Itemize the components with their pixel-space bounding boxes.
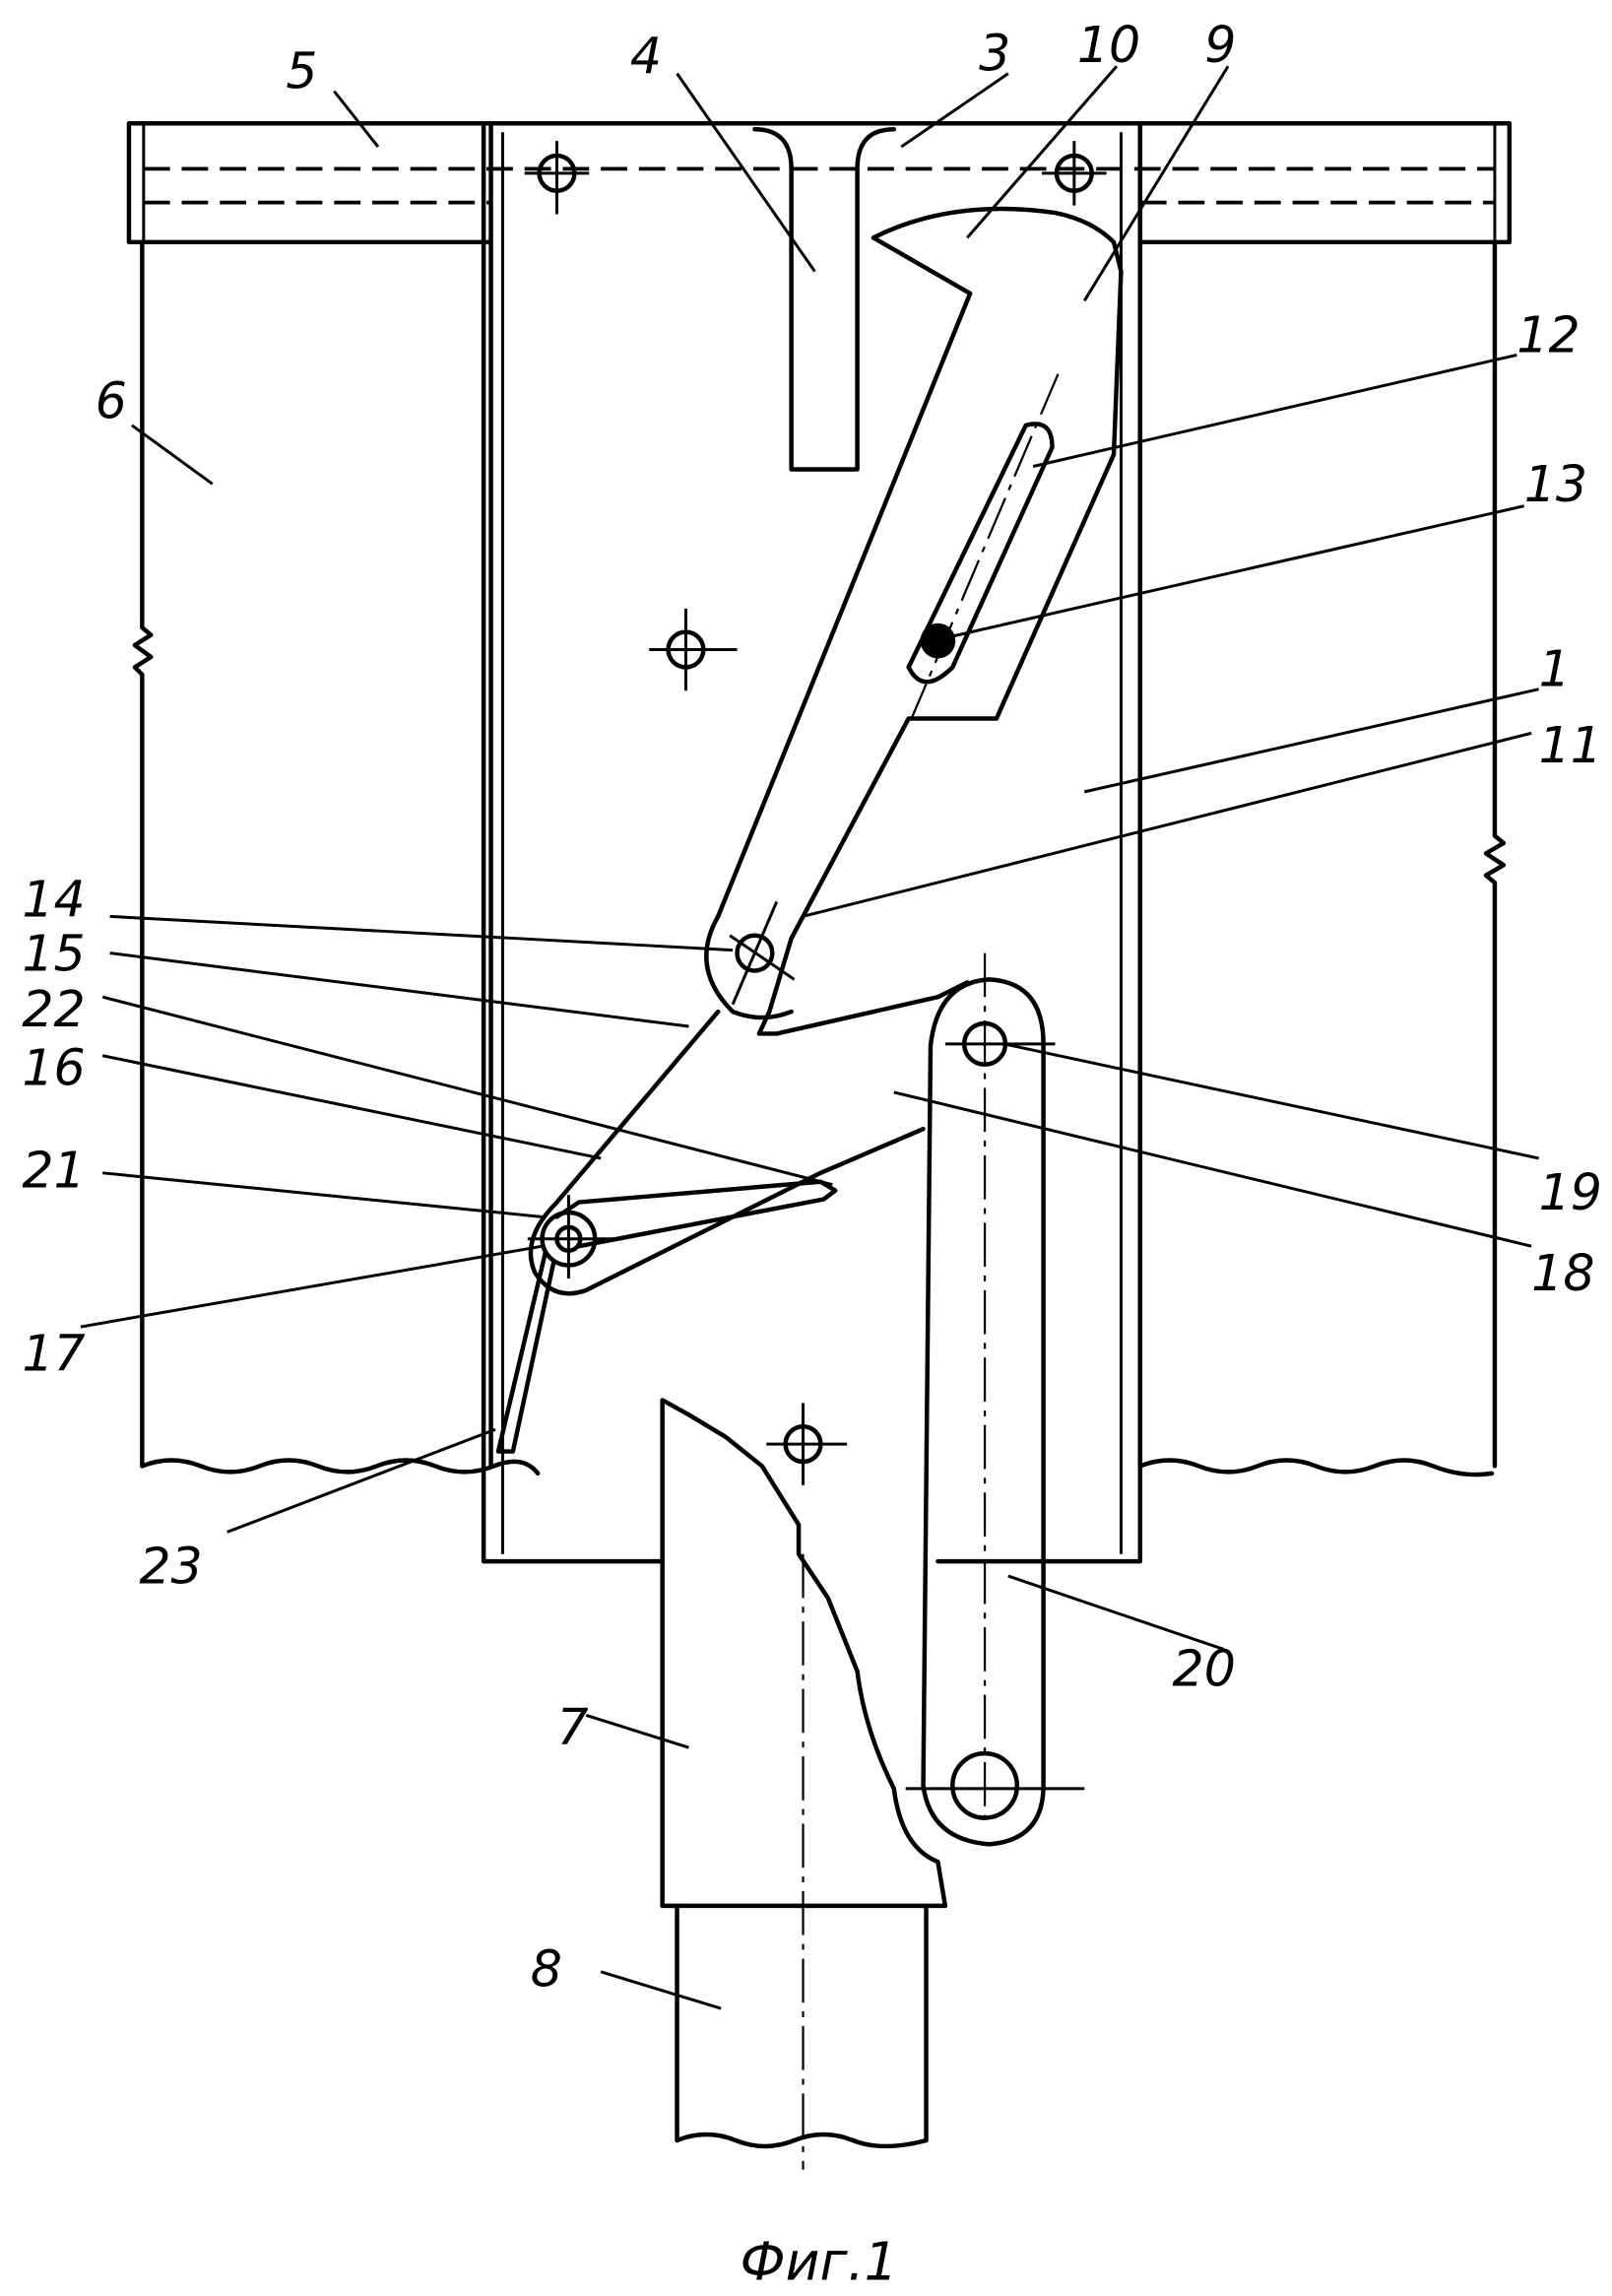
label-13: 13 (1524, 455, 1587, 513)
label-18: 18 (1531, 1244, 1594, 1302)
label-23: 23 (139, 1537, 202, 1595)
bolts (525, 141, 1107, 1485)
lever-9 (718, 209, 1121, 1033)
stop-4 (754, 129, 893, 469)
label-15: 15 (22, 924, 85, 982)
bolt-icon (525, 141, 589, 214)
label-11: 11 (1539, 716, 1602, 774)
figure-caption: Фиг.1 (741, 2230, 898, 2292)
label-21: 21 (22, 1142, 85, 1200)
label-22: 22 (22, 980, 85, 1038)
top-bar-5 (129, 123, 1510, 242)
left-column-6 (135, 242, 538, 1474)
label-10: 10 (1077, 16, 1140, 74)
label-4: 4 (630, 28, 662, 86)
rod-8 (677, 1554, 927, 2170)
label-9: 9 (1204, 16, 1236, 74)
label-5: 5 (286, 42, 317, 100)
label-1: 1 (1539, 640, 1571, 698)
right-column (1140, 242, 1504, 1475)
label-19: 19 (1539, 1163, 1602, 1221)
bolt-icon (1042, 141, 1106, 205)
label-14: 14 (22, 870, 85, 928)
label-20: 20 (1173, 1640, 1236, 1698)
labels: 5 4 3 10 9 12 13 6 1 11 14 15 22 16 21 1… (22, 16, 1602, 2293)
label-12: 12 (1516, 305, 1580, 363)
link-20 (906, 953, 1085, 1845)
label-17: 17 (22, 1325, 85, 1383)
label-8: 8 (531, 1940, 562, 1999)
label-7: 7 (557, 1698, 589, 1756)
label-6: 6 (96, 371, 127, 429)
slot-12 (909, 374, 1059, 719)
leader-lines (81, 66, 1539, 2008)
label-16: 16 (22, 1039, 85, 1097)
bolt-icon (766, 1403, 847, 1484)
bolt-icon (649, 609, 737, 690)
label-3: 3 (979, 25, 1010, 83)
